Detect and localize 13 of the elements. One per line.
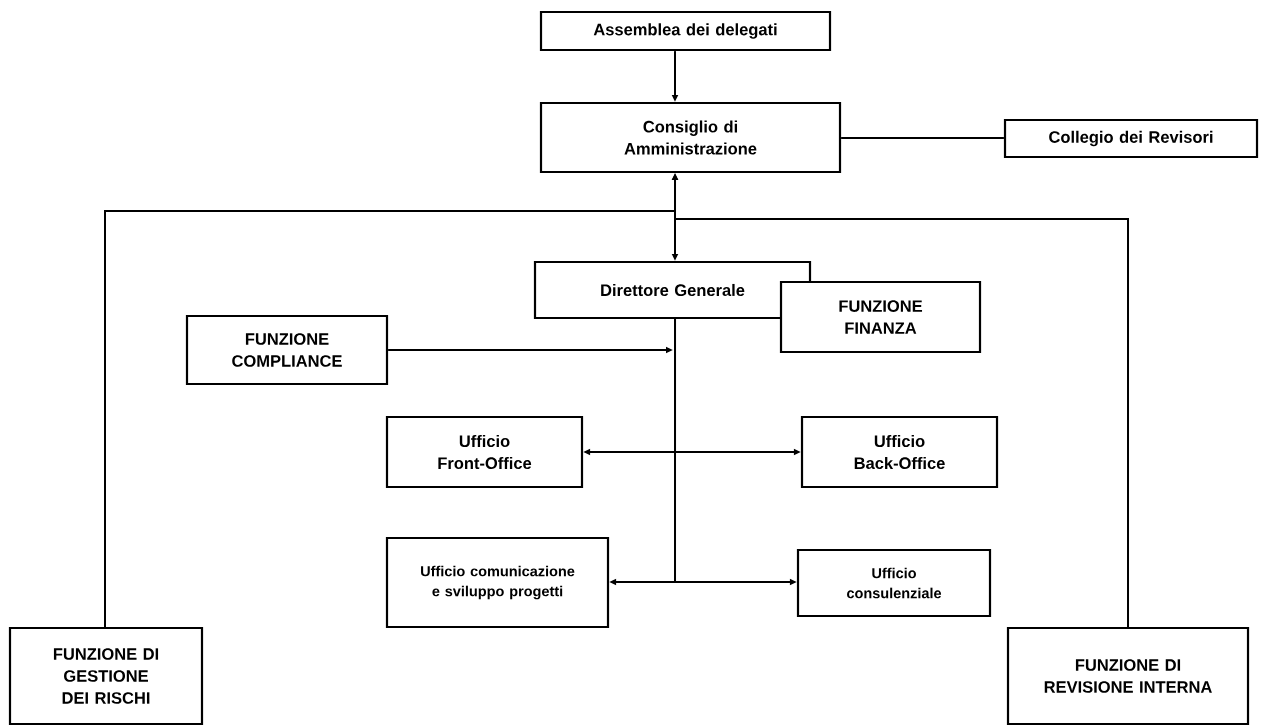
org-box: Ufficio consulenziale (796, 548, 992, 618)
org-box: Ufficio Front-Office (385, 415, 584, 489)
org-box: FUNZIONE COMPLIANCE (185, 314, 389, 386)
org-box: Ufficio Back-Office (800, 415, 999, 489)
org-box: Ufficio comunicazione e sviluppo progetti (385, 536, 610, 629)
org-box: Assemblea dei delegati (539, 10, 832, 52)
org-box: FUNZIONE FINANZA (779, 280, 982, 354)
org-box: Collegio dei Revisori (1003, 118, 1259, 159)
org-box: FUNZIONE DI REVISIONE INTERNA (1006, 626, 1250, 726)
org-box: Direttore Generale (533, 260, 812, 320)
org-box: FUNZIONE DI GESTIONE DEI RISCHI (8, 626, 204, 726)
connector (840, 137, 1005, 139)
org-box: Consiglio di Amministrazione (539, 101, 842, 174)
